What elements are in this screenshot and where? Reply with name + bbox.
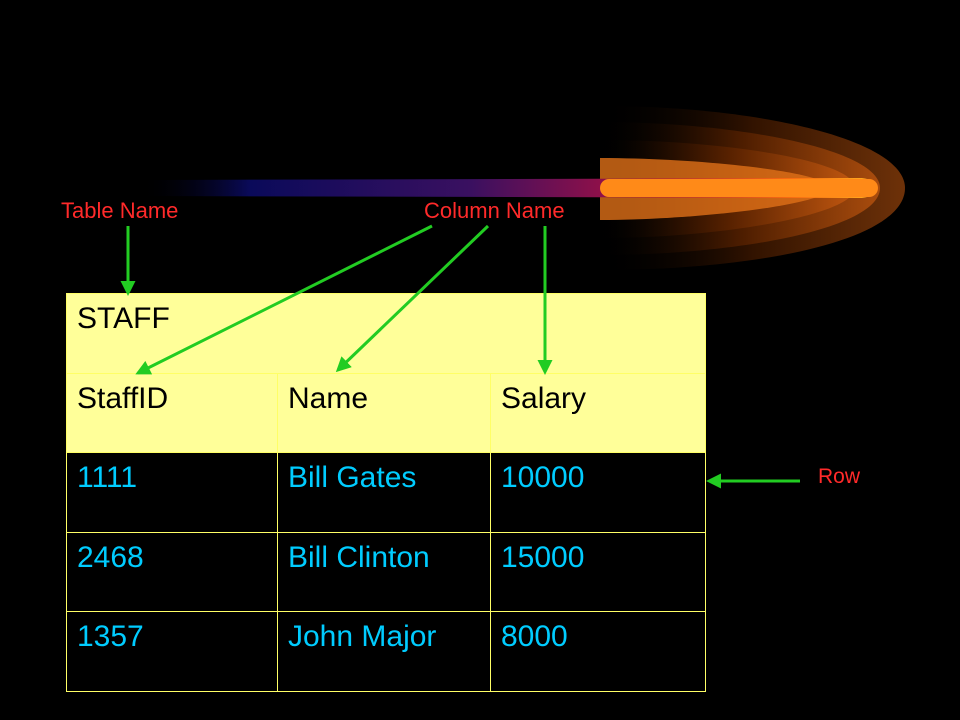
arrow-column-name — [335, 224, 490, 373]
table-cell: 15000 — [490, 531, 706, 613]
staff-table: STAFF StaffID Name Salary 1111 Bill Gate… — [66, 293, 706, 692]
table-title-cell: STAFF — [66, 293, 706, 374]
arrow-column-staffid — [135, 224, 433, 375]
table-cell: Bill Gates — [277, 452, 491, 533]
table-cell: 2468 — [66, 531, 278, 613]
table-header-row: StaffID Name Salary — [66, 372, 706, 454]
table-name-label: Table Name — [61, 198, 179, 223]
table-cell: 10000 — [490, 452, 706, 533]
table-cell: 1357 — [66, 611, 278, 692]
table-title-row: STAFF — [66, 293, 706, 374]
table-row: 1357 John Major 8000 — [66, 611, 706, 692]
table-cell: John Major — [277, 611, 491, 692]
column-header-staffid: StaffID — [66, 372, 278, 454]
table-row: 2468 Bill Clinton 15000 — [66, 531, 706, 613]
table-cell: Bill Clinton — [277, 531, 491, 613]
column-header-salary: Salary — [490, 372, 706, 454]
column-header-name: Name — [277, 372, 491, 454]
table-cell: 8000 — [490, 611, 706, 692]
row-label: Row — [818, 465, 861, 488]
column-name-label: Column Name — [424, 198, 565, 223]
